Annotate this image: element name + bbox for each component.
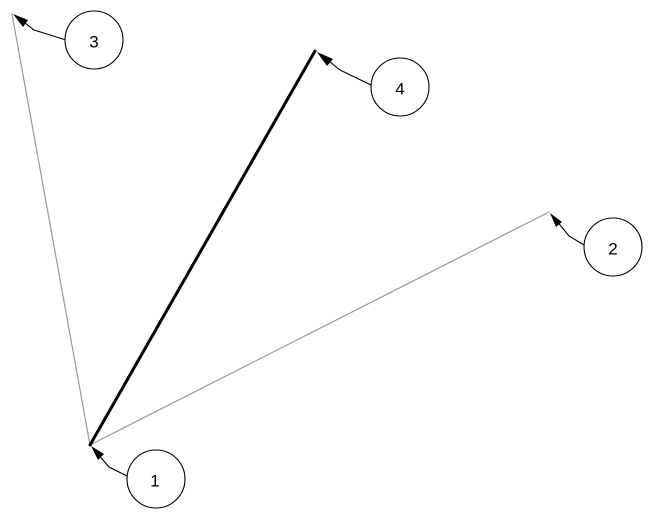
- callout-1-leader: [96, 452, 128, 477]
- callout-4: 4: [317, 52, 430, 117]
- callout-2-leader: [555, 219, 585, 246]
- callout-3: 3: [13, 10, 124, 70]
- segment-1-3: [11, 13, 91, 446]
- callout-2-label: 2: [608, 240, 617, 259]
- callout-4-circle: [370, 57, 430, 117]
- segment-1-4: [88, 49, 317, 447]
- segment-1-2: [89, 211, 550, 446]
- callout-1: 1: [91, 446, 186, 509]
- callout-2: 2: [550, 213, 643, 277]
- callout-3-label: 3: [89, 33, 98, 52]
- callout-2-arrowhead: [550, 213, 562, 227]
- callout-2-circle: [583, 217, 643, 277]
- callout-3-circle: [64, 10, 124, 70]
- callout-1-circle: [126, 449, 186, 509]
- callout-1-label: 1: [150, 472, 159, 491]
- callout-3-leader: [19, 18, 67, 41]
- callout-4-label: 4: [395, 80, 404, 99]
- callout-1-arrowhead: [91, 446, 104, 460]
- callout-4-arrowhead: [317, 52, 333, 66]
- callout-3-arrowhead: [13, 14, 28, 27]
